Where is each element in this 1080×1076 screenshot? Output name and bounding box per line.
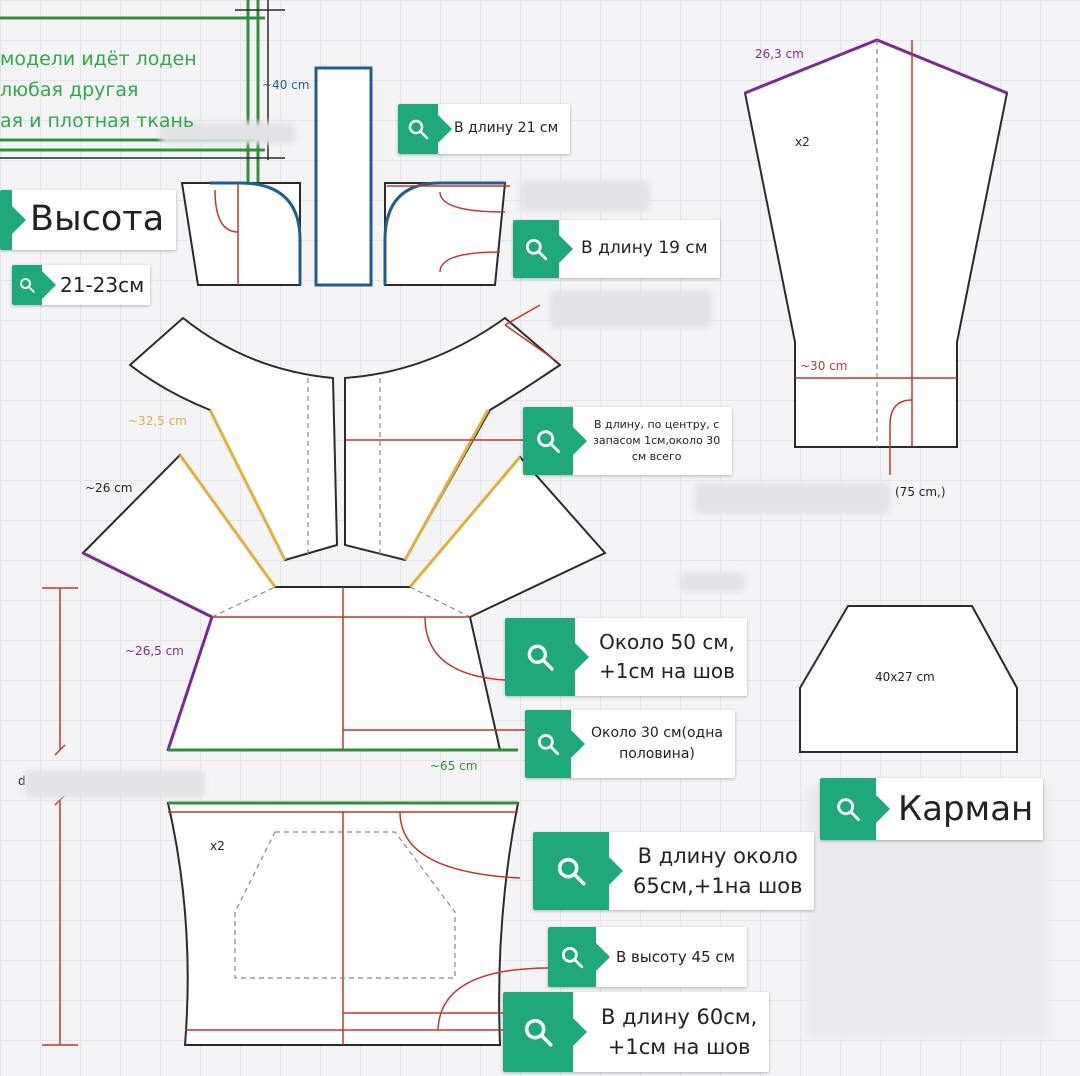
search-badge	[513, 220, 559, 278]
search-icon	[537, 430, 560, 453]
skirt	[166, 801, 551, 1046]
search-icon	[525, 238, 548, 261]
pocket-title-tag[interactable]: Карман	[820, 778, 1044, 840]
blurred-area	[520, 180, 650, 212]
blurred-area	[695, 482, 890, 514]
pocket-size: 40x27 cm	[875, 670, 935, 684]
height-value-tag: 21-23см	[12, 265, 151, 305]
label-text: В длину около 65см,+1на шов	[609, 841, 814, 902]
tag-badge	[0, 190, 12, 250]
search-icon	[408, 119, 429, 140]
search-icon	[527, 644, 554, 671]
measure-d: d	[18, 774, 26, 788]
search-badge	[820, 778, 876, 840]
label-about-30[interactable]: Около 30 см(одна половина)	[525, 710, 735, 778]
search-badge	[533, 832, 609, 910]
bodice	[81, 453, 607, 752]
search-icon	[20, 278, 35, 293]
label-line: +1см на шов	[599, 659, 735, 683]
measure-40: ~40 cm	[262, 78, 309, 92]
label-line: 65см,+1на шов	[633, 874, 803, 898]
label-text: Около 50 см, +1см на шов	[575, 628, 747, 686]
label-text: В длину 21 см	[454, 120, 559, 137]
label-text: В длину 19 см	[581, 238, 708, 259]
search-badge	[548, 927, 596, 987]
fabric-note: модели идёт лоден любая другая ая и плот…	[0, 44, 197, 137]
pocket	[799, 605, 1018, 753]
label-line: Около 30 см(одна	[591, 725, 723, 741]
label-text: В длину 60см, +1см на шов	[573, 1002, 769, 1063]
search-badge	[505, 618, 575, 696]
search-badge	[525, 710, 571, 778]
measure-side: ~26,5 cm	[125, 644, 184, 658]
label-line: см всего	[631, 449, 682, 463]
label-height-45[interactable]: В высоту 45 см	[548, 927, 747, 987]
measure-waist: ~65 cm	[430, 759, 477, 773]
top-band-left	[180, 181, 302, 286]
label-line: В длину 60см,	[601, 1004, 758, 1029]
blurred-area	[550, 290, 712, 328]
collar-strip	[314, 66, 373, 287]
label-length-21[interactable]: В длину 21 см	[398, 104, 571, 154]
label-line: Около 50 см,	[599, 630, 735, 654]
search-icon	[537, 733, 560, 756]
label-about-50[interactable]: Около 50 см, +1см на шов	[505, 618, 747, 696]
measure-sleeve-cap: 26,3 cm	[755, 47, 804, 61]
height-title-tag: Высота	[0, 190, 177, 250]
height-measure	[42, 587, 78, 1046]
pocket-title: Карман	[898, 788, 1034, 829]
measure-shoulder: ~26 cm	[85, 481, 132, 495]
blurred-area	[25, 770, 205, 798]
blurred-area	[160, 122, 295, 144]
label-length-19[interactable]: В длину 19 см	[513, 220, 720, 278]
label-text: Около 30 см(одна половина)	[571, 723, 735, 765]
label-text: В длину, по центру, с запасом 1см,около …	[573, 417, 732, 465]
yoke-right	[344, 304, 562, 562]
note-line-3: ая и плотная ткань	[0, 110, 195, 132]
search-icon	[837, 798, 860, 821]
height-value: 21-23см	[60, 272, 145, 297]
sleeve-count: x2	[795, 135, 810, 149]
label-text: В высоту 45 см	[616, 947, 735, 966]
note-frame-lines	[0, 0, 265, 215]
search-badge	[398, 104, 438, 154]
label-center-length[interactable]: В длину, по центру, с запасом 1см,около …	[523, 407, 733, 475]
search-badge	[12, 265, 42, 305]
measure-yoke-edge: ~32,5 cm	[128, 414, 187, 428]
label-line: запасом 1см,около 30	[593, 434, 721, 448]
measure-sleeve-length: (75 cm,)	[895, 485, 946, 499]
skirt-count: x2	[210, 839, 225, 853]
measure-sleeve-width: ~30 cm	[800, 359, 847, 373]
label-length-60[interactable]: В длину 60см, +1см на шов	[503, 992, 770, 1072]
note-line-2: любая другая	[0, 79, 139, 101]
yoke-left	[128, 316, 339, 562]
label-line: В длину около	[637, 843, 798, 868]
height-title: Высота	[30, 199, 165, 240]
label-length-65[interactable]: В длину около 65см,+1на шов	[533, 832, 815, 910]
search-badge	[503, 992, 573, 1072]
blurred-area	[680, 572, 745, 592]
search-icon	[557, 857, 586, 886]
label-line: В длину, по центру, с	[593, 418, 720, 432]
search-badge	[523, 407, 573, 475]
label-line: +1см на шов	[607, 1035, 751, 1059]
sleeve	[743, 38, 1009, 475]
search-icon	[561, 946, 584, 969]
search-icon	[524, 1018, 553, 1047]
top-band-right	[383, 181, 510, 286]
label-line: половина)	[619, 746, 695, 762]
note-line-1: модели идёт лоден	[0, 48, 197, 70]
